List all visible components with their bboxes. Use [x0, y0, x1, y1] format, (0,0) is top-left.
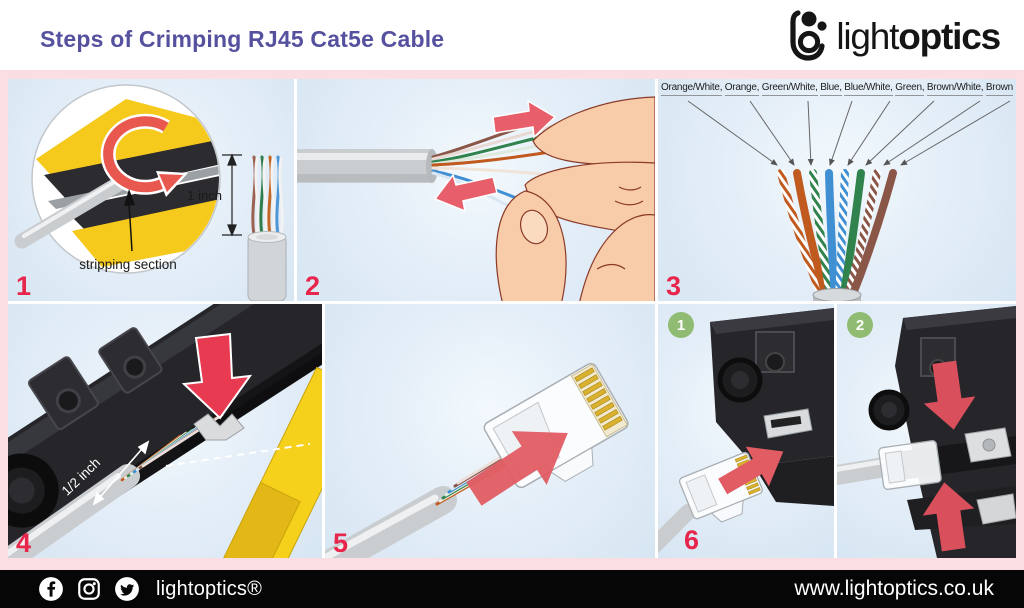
step2-panel: 2 — [297, 79, 655, 301]
cutting-blade — [193, 413, 245, 441]
press-arrow — [181, 332, 253, 420]
logo-text-bold: optics — [898, 15, 1001, 57]
twitter-icon — [115, 577, 139, 601]
cable-jacket — [325, 486, 457, 558]
step2-illustration-untwist — [297, 96, 655, 301]
gold-pins — [574, 367, 623, 431]
page-title: Steps of Crimping RJ45 Cat5e Cable — [40, 26, 445, 52]
step6-subpanel-1: 1 — [658, 304, 834, 558]
arrow-down-left — [433, 173, 498, 213]
insert-arrow — [718, 446, 784, 495]
arrow-up-right — [492, 99, 557, 139]
step6b-illustration-crimp — [837, 306, 1016, 558]
step-number-4: 4 — [16, 528, 32, 558]
wire-blue-white — [835, 169, 849, 301]
cable-in-stripper — [14, 175, 128, 249]
rotate-arrow — [100, 113, 188, 197]
cable-jacket — [8, 464, 140, 558]
squeeze-arrows — [922, 360, 976, 552]
logo-text-light: light — [836, 15, 899, 57]
cut-line — [165, 443, 311, 467]
footer-website: www.lightoptics.co.uk — [794, 577, 994, 600]
step5-illustration-insert-plug — [325, 362, 629, 558]
metal-plates — [964, 427, 1016, 525]
cable-jacket — [658, 504, 696, 554]
social-icons — [38, 576, 140, 602]
wire-label-blue: Blue, — [820, 82, 842, 96]
wire-green-white — [809, 169, 835, 301]
step1-panel: stripping section — [8, 79, 294, 301]
step6-subpanel-2: 2 — [837, 304, 1016, 558]
wire-brown-white — [843, 169, 881, 301]
wire-orange-white — [777, 169, 827, 301]
footer-brand: lightoptics® — [156, 577, 263, 600]
wire-label-orange: Orange, — [724, 82, 759, 96]
lightoptics-logo-icon — [790, 10, 827, 61]
crimp-tool-body — [8, 304, 322, 558]
insert-arrow — [466, 431, 568, 506]
half-inch-measure — [92, 440, 150, 506]
steps-grid: stripping section — [8, 79, 1016, 558]
facebook-icon — [39, 577, 63, 601]
step-number-1: 1 — [16, 271, 32, 301]
wire-orange — [793, 169, 831, 301]
step3-panel: Orange/White, Orange, Green/White, Blue,… — [658, 79, 1016, 301]
one-inch-cable — [247, 155, 287, 301]
wire-label-brown: Brown — [985, 82, 1013, 96]
step1-illustration-stripping-tool: stripping section — [14, 84, 287, 301]
wire-blue — [825, 169, 839, 301]
footer: lightoptics® www.lightoptics.co.uk — [0, 570, 1024, 608]
wire-brown — [847, 169, 897, 301]
wire-label-green-white: Green/White, — [761, 82, 818, 96]
one-inch-measure — [222, 153, 242, 237]
hand — [495, 96, 655, 301]
step3-illustration-fanned-wires — [687, 100, 1011, 301]
crimp-tool — [710, 308, 834, 506]
wire-label-green: Green, — [895, 82, 925, 96]
fanned-wires — [777, 169, 897, 301]
tool-yellow-handle — [207, 366, 322, 558]
wire-green — [839, 169, 865, 301]
step4-illustration-trim: 1/2 inch — [8, 304, 322, 558]
arrow-down — [923, 360, 976, 430]
arrow-up — [922, 482, 975, 552]
label-pointer-lines — [687, 100, 1011, 166]
instagram-icon — [78, 578, 100, 600]
substep-badge-2: 2 — [847, 312, 873, 338]
step6a-illustration-insert-into-crimper — [658, 308, 834, 554]
substep-badge-1: 1 — [668, 312, 694, 338]
step-number-3: 3 — [666, 271, 682, 301]
wire-label-orange-white: Orange/White, — [661, 82, 722, 96]
step-number-2: 2 — [305, 271, 321, 301]
lightoptics-logo-text: lightoptics — [836, 15, 1001, 57]
stripping-section-pointer — [124, 189, 135, 252]
brand-logo: lightoptics — [782, 8, 1001, 64]
step-number-5: 5 — [333, 528, 349, 558]
stripping-section-label: stripping section — [79, 257, 177, 272]
wire-label-brown-white: Brown/White, — [926, 82, 984, 96]
wire-label-blue-white: Blue/White, — [844, 82, 893, 96]
wire-color-labels: Orange/White, Orange, Green/White, Blue,… — [661, 82, 1013, 96]
rj45-connector — [878, 440, 942, 490]
step4-panel: 1/2 inch 4 — [8, 304, 322, 558]
step-number-6: 6 — [684, 525, 700, 555]
one-inch-label: 1 inch — [187, 188, 222, 203]
cable-jacket — [837, 457, 895, 486]
step5-panel: 5 — [325, 304, 655, 558]
pull-arrows — [433, 99, 557, 213]
header: Steps of Crimping RJ45 Cat5e Cable light… — [0, 0, 1024, 70]
